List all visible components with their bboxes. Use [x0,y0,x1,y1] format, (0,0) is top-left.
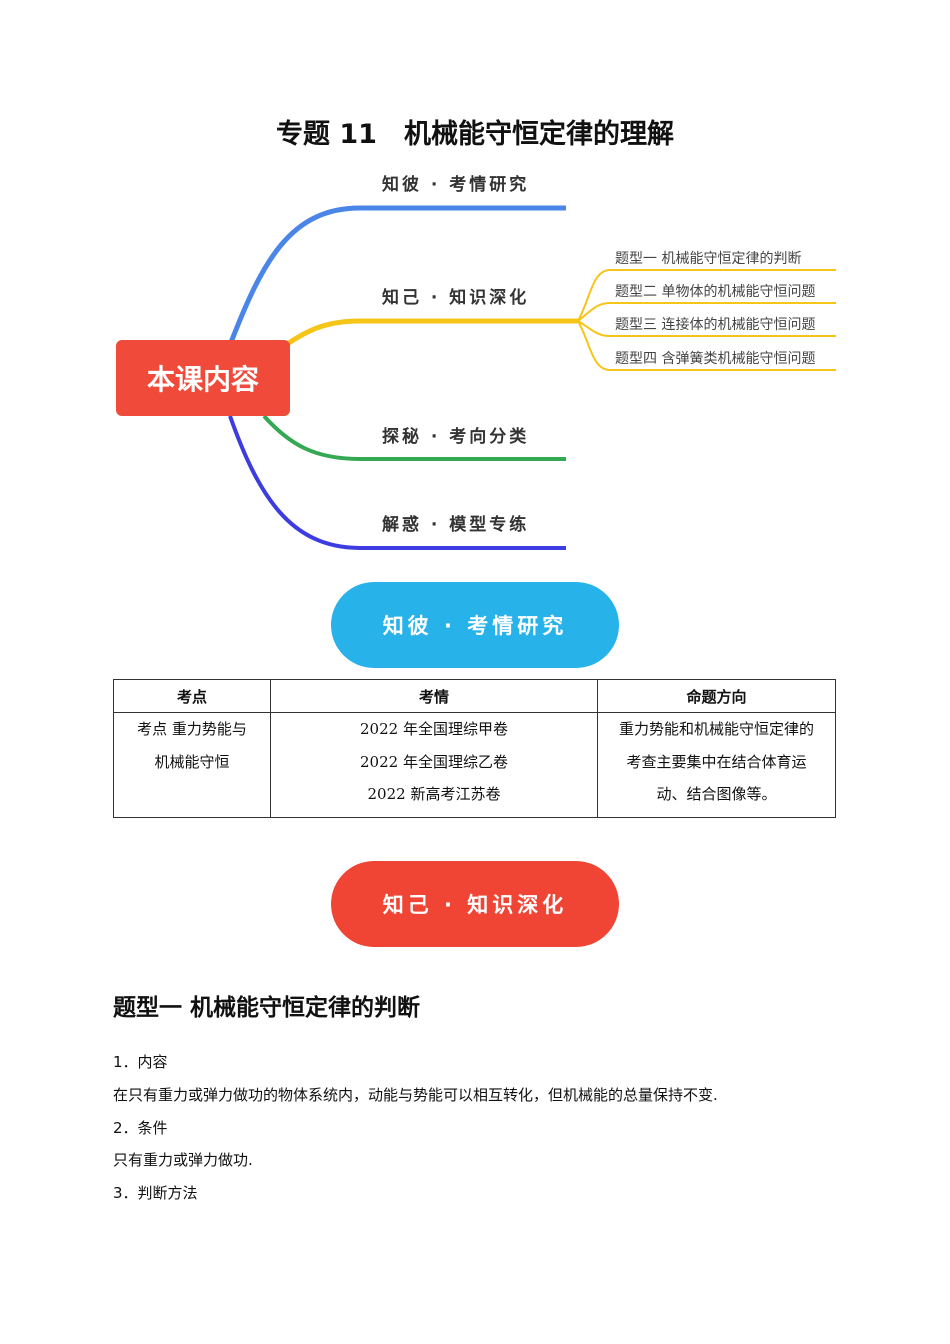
branch-line-4 [228,415,566,550]
header-direction: 命题方向 [597,679,836,713]
branch-line-3 [262,414,566,461]
item-heading-condition: 2．条件 [113,1119,168,1137]
mindmap-root: 本课内容 [116,340,290,416]
cell-direction-line: 重力势能和机械能守恒定律的 [618,720,814,738]
branch-label-2: 知己 · 知识深化 [382,288,530,308]
item-text-condition: 只有重力或弹力做功. [113,1151,253,1169]
sub-label-1: 题型一 机械能守恒定律的判断 [615,251,802,267]
sub-label-2: 题型二 单物体的机械能守恒问题 [615,284,816,300]
header-situation: 考情 [270,679,598,713]
branch-line-1 [227,205,566,346]
document-title: 专题 11 机械能守恒定律的理解 [276,119,674,150]
cell-situation-line: 2022 年全国理综乙卷 [360,752,508,771]
table-header-row: 考点 考情 命题方向 [113,679,836,713]
cell-direction-line: 动、结合图像等。 [656,785,777,803]
cell-direction-line: 考查主要集中在结合体育运 [626,752,807,771]
branch-label-1: 知彼 · 考情研究 [382,175,530,195]
sub-line-4 [577,320,836,371]
item-heading-content: 1．内容 [113,1053,168,1071]
cell-point-line: 考点 重力势能与 [137,720,247,738]
branch-label-4: 解惑 · 模型专练 [382,515,530,535]
item-heading-method: 3．判断方法 [113,1184,198,1202]
cell-situation: 2022 年全国理综甲卷 2022 年全国理综乙卷 2022 新高考江苏卷 [270,712,598,818]
banner-zhishi: 知己 · 知识深化 [331,861,619,947]
branch-label-3: 探秘 · 考向分类 [382,427,530,447]
cell-direction: 重力势能和机械能守恒定律的 考查主要集中在结合体育运 动、结合图像等。 [597,712,836,818]
sub-label-4: 题型四 含弹簧类机械能守恒问题 [615,351,816,367]
exam-info-table: 考点 考情 命题方向 考点 重力势能与 机械能守恒 2022 年全国理综甲卷 2… [113,679,836,818]
branch-line-2 [284,318,578,348]
sub-line-3 [577,320,836,337]
cell-situation-line: 2022 新高考江苏卷 [367,785,501,803]
cell-point-line: 机械能守恒 [154,752,230,771]
sub-line-1 [577,269,836,322]
item-text-content: 在只有重力或弹力做功的物体系统内，动能与势能可以相互转化，但机械能的总量保持不变… [113,1086,718,1104]
section-heading: 题型一 机械能守恒定律的判断 [113,995,421,1021]
header-point: 考点 [113,679,271,713]
sub-label-3: 题型三 连接体的机械能守恒问题 [615,317,816,333]
cell-point: 考点 重力势能与 机械能守恒 [113,712,271,818]
cell-situation-line: 2022 年全国理综甲卷 [360,720,508,738]
table-row: 考点 重力势能与 机械能守恒 2022 年全国理综甲卷 2022 年全国理综乙卷… [113,712,836,818]
banner-kaoqing: 知彼 · 考情研究 [331,582,619,668]
mind-map [227,205,836,550]
sub-line-2 [577,302,836,322]
